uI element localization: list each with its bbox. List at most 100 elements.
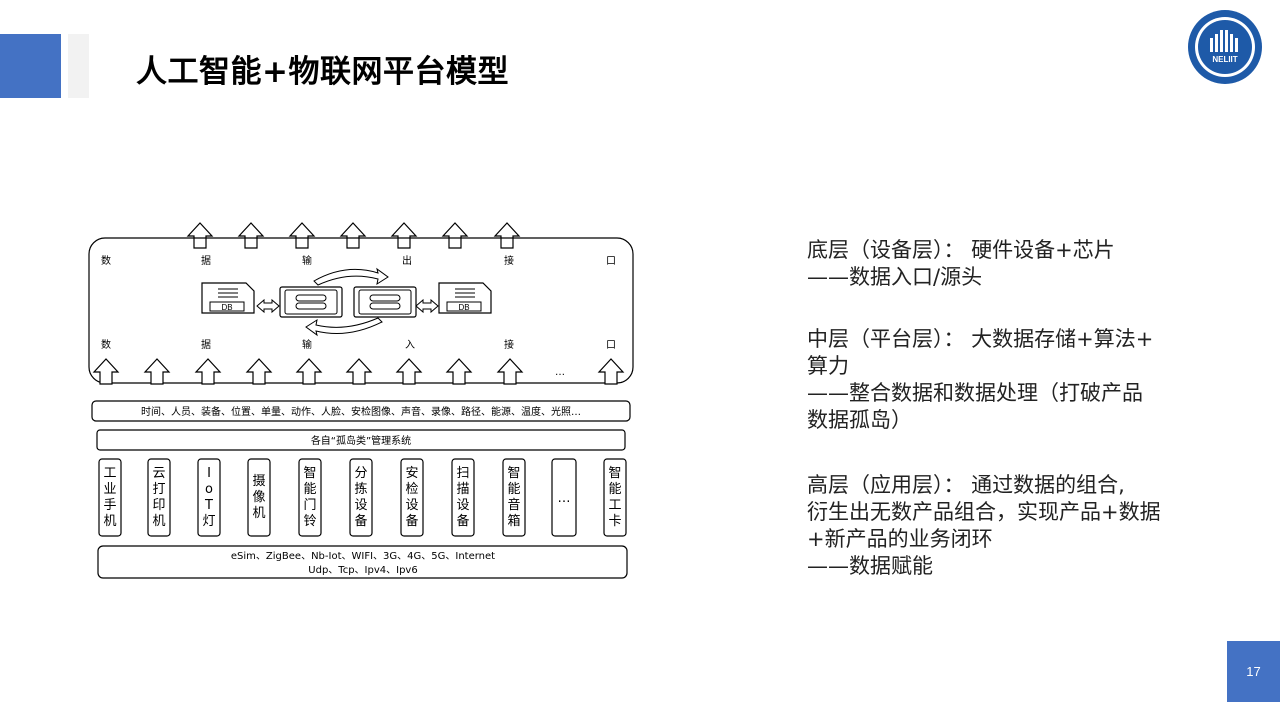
device-iot-light: I o T 灯 — [197, 458, 221, 537]
db-label: DB — [221, 303, 232, 312]
device-camera: 摄 像 机 — [247, 458, 271, 537]
input-arrow-icon — [396, 358, 422, 385]
svg-text:设: 设 — [354, 498, 367, 513]
top-char: 出 — [402, 254, 412, 267]
logo-text: NELIIT — [1212, 55, 1237, 64]
db-label: DB — [458, 303, 469, 312]
top-layer-line4: ——数据赋能 — [807, 554, 933, 578]
svg-text:能: 能 — [608, 482, 621, 497]
svg-text:手: 手 — [103, 498, 116, 513]
bottom-char: 口 — [606, 340, 616, 351]
svg-text:备: 备 — [456, 513, 469, 529]
bottom-layer-line1: 底层（设备层）： 硬件设备+芯片 — [807, 238, 1115, 262]
device-sorting-device: 分 拣 设 备 — [349, 458, 373, 537]
input-arrow-icon — [346, 358, 372, 385]
iot-platform-diagram: 数 据 输 出 接 口 DB DB — [88, 222, 634, 579]
svg-text:工: 工 — [608, 498, 621, 513]
top-char: 据 — [201, 254, 211, 267]
database-icon: DB — [438, 282, 492, 314]
data-types-text: 时间、人员、装备、位置、单量、动作、人脸、安检图像、声音、录像、路径、能源、温度… — [141, 405, 581, 418]
slide-title: 人工智能+物联网平台模型 — [136, 54, 509, 90]
management-system-text: 各自“孤岛类”管理系统 — [311, 434, 411, 447]
output-arrow-icon — [494, 222, 520, 249]
bottom-char: 据 — [201, 338, 211, 351]
input-arrow-icon — [446, 358, 472, 385]
server-icon — [279, 286, 343, 318]
svg-text:能: 能 — [507, 482, 520, 497]
device-row: 工 业 手 机 云 打 印 机 I o T 灯 摄 像 机 智 能 — [98, 458, 627, 537]
bottom-char: 数 — [101, 338, 111, 351]
top-char: 口 — [606, 256, 616, 267]
top-char: 接 — [504, 254, 514, 267]
svg-text:卡: 卡 — [608, 514, 621, 529]
svg-text:T: T — [204, 498, 213, 513]
middle-layer-line1: 中层（平台层）： 大数据存储+算法+ — [807, 327, 1154, 351]
bidirectional-arrow-icon — [415, 298, 439, 314]
page-number: 17 — [1227, 641, 1280, 702]
svg-text:扫: 扫 — [456, 466, 469, 481]
device-scanning-device: 扫 描 设 备 — [451, 458, 475, 537]
svg-text:备: 备 — [405, 513, 418, 529]
top-layer-description: 高层（应用层）： 通过数据的组合, 衍生出无数产品组合，实现产品+数据 +新产品… — [807, 472, 1227, 580]
top-layer-line1: 高层（应用层）： 通过数据的组合, — [807, 473, 1125, 497]
input-arrow-icon — [598, 358, 624, 385]
device-industrial-phone: 工 业 手 机 — [98, 458, 122, 537]
title-accent-shadow — [68, 34, 89, 98]
svg-text:检: 检 — [405, 482, 418, 497]
bottom-layer-description: 底层（设备层）： 硬件设备+芯片 ——数据入口/源头 — [807, 237, 1227, 291]
data-types-bar — [91, 400, 631, 422]
svg-text:设: 设 — [405, 498, 418, 513]
output-arrow-icon — [391, 222, 417, 249]
bidirectional-arrow-icon — [256, 298, 280, 314]
svg-text:I: I — [207, 466, 211, 481]
management-system-bar — [96, 429, 626, 451]
svg-text:灯: 灯 — [202, 514, 215, 529]
svg-text:云: 云 — [152, 466, 165, 481]
device-cloud-printer: 云 打 印 机 — [147, 458, 171, 537]
output-arrow-icon — [289, 222, 315, 249]
svg-text:打: 打 — [152, 482, 165, 497]
top-layer-line3: +新产品的业务闭环 — [807, 527, 993, 551]
svg-text:机: 机 — [103, 514, 116, 529]
input-arrow-icon — [93, 358, 119, 385]
device-smart-card: 智 能 工 卡 — [603, 458, 627, 537]
top-layer-line2: 衍生出无数产品组合，实现产品+数据 — [807, 500, 1161, 524]
protocols-bar — [97, 545, 628, 579]
svg-text:门: 门 — [303, 498, 316, 513]
svg-text:设: 设 — [456, 498, 469, 513]
university-logo: NELIIT — [1188, 10, 1262, 84]
input-arrow-icon — [246, 358, 272, 385]
bottom-char: 接 — [504, 338, 514, 351]
database-icon: DB — [201, 282, 255, 314]
middle-layer-line3: ——整合数据和数据处理（打破产品 — [807, 381, 1143, 405]
output-arrow-icon — [442, 222, 468, 249]
svg-text:机: 机 — [152, 514, 165, 529]
svg-text:音: 音 — [507, 497, 520, 513]
bottom-layer-line2: ——数据入口/源头 — [807, 265, 983, 289]
svg-text:备: 备 — [354, 513, 367, 529]
svg-text:铃: 铃 — [303, 514, 316, 529]
svg-text:…: … — [558, 491, 571, 506]
svg-text:分: 分 — [354, 466, 367, 481]
protocols-line1: eSim、ZigBee、Nb-Iot、WIFI、3G、4G、5G、Interne… — [231, 551, 495, 562]
svg-text:摄: 摄 — [252, 474, 265, 489]
exchange-arrow-icon — [305, 267, 389, 337]
svg-text:安: 安 — [405, 466, 418, 481]
device-smart-doorbell: 智 能 门 铃 — [298, 458, 322, 537]
device-more-devices: … — [551, 458, 577, 537]
output-arrows — [187, 222, 520, 249]
svg-text:印: 印 — [152, 498, 165, 513]
data-input-interface: 数 据 输 入 接 口 — [101, 338, 616, 351]
svg-text:智: 智 — [507, 466, 520, 481]
svg-text:描: 描 — [456, 482, 469, 497]
top-char: 输 — [302, 254, 312, 267]
title-accent-block — [0, 34, 61, 98]
svg-text:智: 智 — [303, 466, 316, 481]
bottom-char: 输 — [302, 338, 312, 351]
svg-text:业: 业 — [103, 482, 116, 497]
output-arrow-icon — [187, 222, 213, 249]
middle-layer-line4: 数据孤岛） — [807, 408, 912, 432]
svg-text:箱: 箱 — [507, 513, 520, 529]
svg-text:机: 机 — [252, 506, 265, 521]
svg-text:工: 工 — [103, 466, 116, 481]
